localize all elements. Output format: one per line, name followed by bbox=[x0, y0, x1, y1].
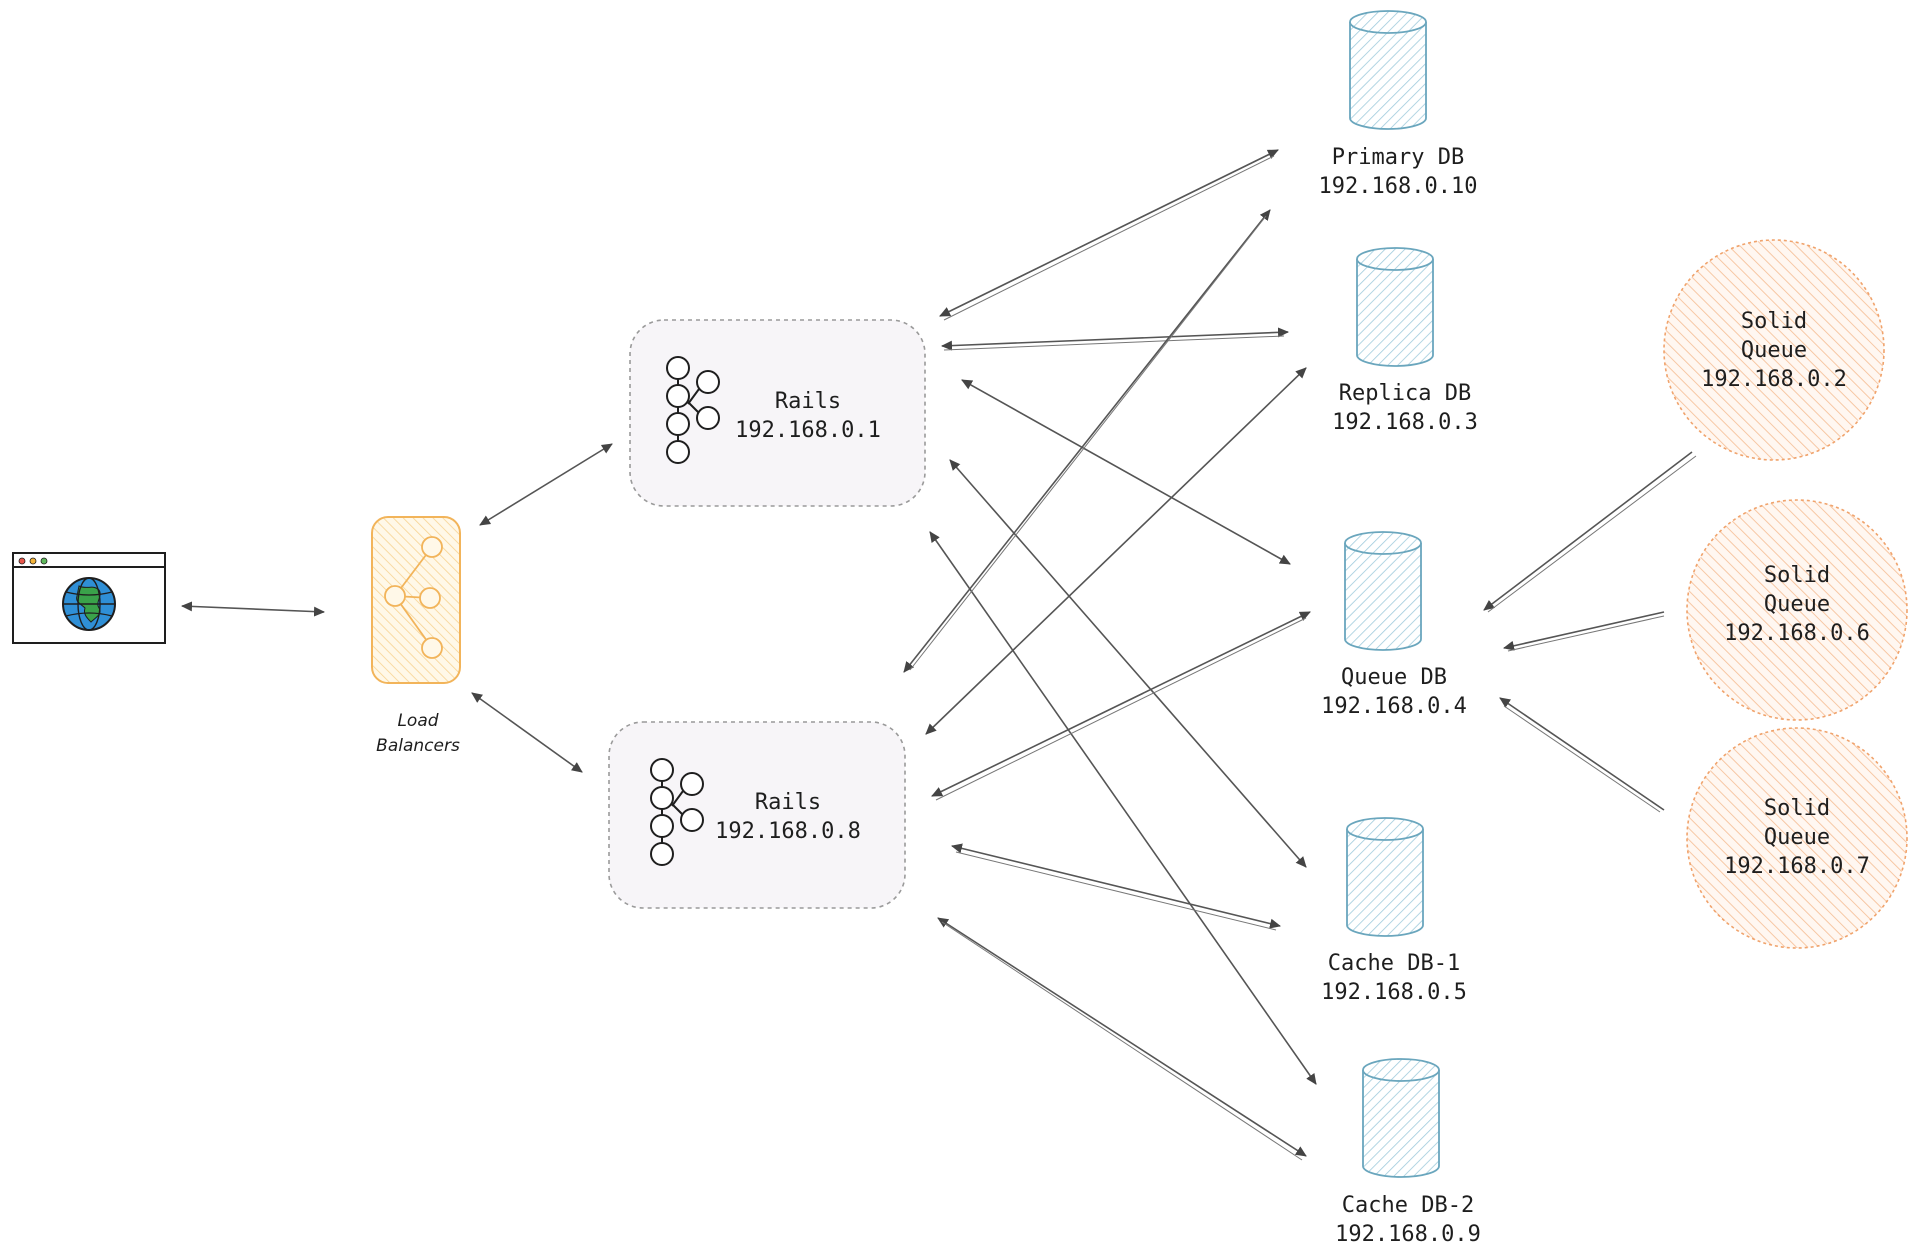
edge-rails1-cache2 bbox=[929, 531, 1317, 1085]
solid-queue-1-line1: Solid bbox=[1741, 309, 1807, 334]
database-icon bbox=[1344, 531, 1422, 651]
cache-db-1[interactable]: Cache DB-1 192.168.0.5 bbox=[1321, 817, 1467, 1005]
edge-rails2-cache2 bbox=[937, 917, 1307, 1157]
window-zoom-dot bbox=[40, 557, 48, 565]
edge-rails1-primary bbox=[939, 149, 1279, 317]
globe-icon bbox=[62, 577, 116, 631]
edge-rails2-cache2-sketch bbox=[941, 921, 1303, 1161]
edge-rails2-primary-sketch bbox=[909, 215, 1267, 671]
edge-rails2-queue bbox=[931, 611, 1311, 797]
primary-db-name: Primary DB bbox=[1332, 145, 1464, 170]
cache-db-2[interactable]: Cache DB-2 192.168.0.9 bbox=[1335, 1058, 1481, 1247]
edge-sq2-queue bbox=[1503, 611, 1665, 651]
edge-rails1-replica-sketch bbox=[943, 335, 1285, 351]
rails-1-ip: 192.168.0.1 bbox=[735, 418, 881, 443]
queue-db-ip: 192.168.0.4 bbox=[1321, 694, 1467, 719]
solid-queue-1-ip: 192.168.0.2 bbox=[1701, 367, 1847, 392]
rails-2-name: Rails bbox=[755, 790, 821, 815]
replica-db-ip: 192.168.0.3 bbox=[1332, 410, 1478, 435]
solid-queue-3-line2: Queue bbox=[1764, 825, 1830, 850]
solid-queue-3-line1: Solid bbox=[1764, 796, 1830, 821]
database-icon bbox=[1346, 817, 1424, 937]
rails-1-name: Rails bbox=[775, 389, 841, 414]
edge-rails1-replica bbox=[941, 327, 1289, 351]
cache-db-2-ip: 192.168.0.9 bbox=[1335, 1222, 1481, 1247]
edge-sq1-queue bbox=[1483, 451, 1693, 611]
lb-label-line2: Balancers bbox=[376, 736, 460, 756]
lb-label-line1: Load bbox=[397, 711, 438, 731]
edge-sq3-queue-sketch bbox=[1503, 705, 1661, 813]
database-icon bbox=[1356, 247, 1434, 367]
window-close-dot bbox=[18, 557, 26, 565]
rails-2-ip: 192.168.0.8 bbox=[715, 819, 861, 844]
solid-queue-2-ip: 192.168.0.6 bbox=[1724, 621, 1870, 646]
browser-window bbox=[12, 552, 166, 644]
edge-rails2-cache1-sketch bbox=[955, 851, 1277, 931]
edge-rails2-primary bbox=[903, 209, 1271, 673]
load-balancer[interactable] bbox=[371, 516, 461, 684]
cache-db-2-name: Cache DB-2 bbox=[1342, 1193, 1474, 1218]
queue-db[interactable]: Queue DB 192.168.0.4 bbox=[1321, 531, 1467, 719]
solid-queue-2-line2: Queue bbox=[1764, 592, 1830, 617]
cache-db-1-ip: 192.168.0.5 bbox=[1321, 980, 1467, 1005]
connections bbox=[181, 149, 1697, 1161]
solid-queue-3-ip: 192.168.0.7 bbox=[1724, 854, 1870, 879]
solid-queue-3[interactable]: Solid Queue 192.168.0.7 bbox=[1686, 727, 1908, 949]
edge-browser-lb bbox=[181, 601, 325, 617]
solid-queue-2[interactable]: Solid Queue 192.168.0.6 bbox=[1686, 499, 1908, 721]
primary-db[interactable]: Primary DB 192.168.0.10 bbox=[1319, 10, 1478, 199]
edge-rails1-cache1 bbox=[949, 459, 1307, 868]
edge-rails2-queue-sketch bbox=[935, 617, 1307, 801]
edge-sq1-queue-sketch bbox=[1487, 455, 1697, 613]
cache-db-1-name: Cache DB-1 bbox=[1328, 951, 1460, 976]
rails-server-1[interactable]: Rails 192.168.0.1 bbox=[629, 319, 926, 507]
edge-rails2-replica bbox=[925, 367, 1307, 735]
queue-db-name: Queue DB bbox=[1341, 665, 1447, 690]
share-icon bbox=[384, 536, 443, 659]
edge-lb-rails2 bbox=[471, 692, 583, 773]
solid-queue-2-line1: Solid bbox=[1764, 563, 1830, 588]
replica-db-name: Replica DB bbox=[1339, 381, 1471, 406]
edge-sq3-queue bbox=[1499, 697, 1665, 811]
edge-rails1-primary-sketch bbox=[943, 155, 1275, 321]
rails-server-2[interactable]: Rails 192.168.0.8 bbox=[608, 721, 906, 909]
edge-lb-rails1 bbox=[479, 443, 613, 526]
edge-rails2-cache1 bbox=[951, 843, 1281, 929]
edge-sq2-queue-sketch bbox=[1507, 615, 1665, 652]
solid-queue-1[interactable]: Solid Queue 192.168.0.2 bbox=[1663, 239, 1885, 461]
replica-db[interactable]: Replica DB 192.168.0.3 bbox=[1332, 247, 1478, 435]
database-icon bbox=[1362, 1058, 1440, 1178]
database-icon bbox=[1349, 10, 1427, 130]
primary-db-ip: 192.168.0.10 bbox=[1319, 174, 1478, 199]
window-minimize-dot bbox=[29, 557, 37, 565]
solid-queue-1-line2: Queue bbox=[1741, 338, 1807, 363]
